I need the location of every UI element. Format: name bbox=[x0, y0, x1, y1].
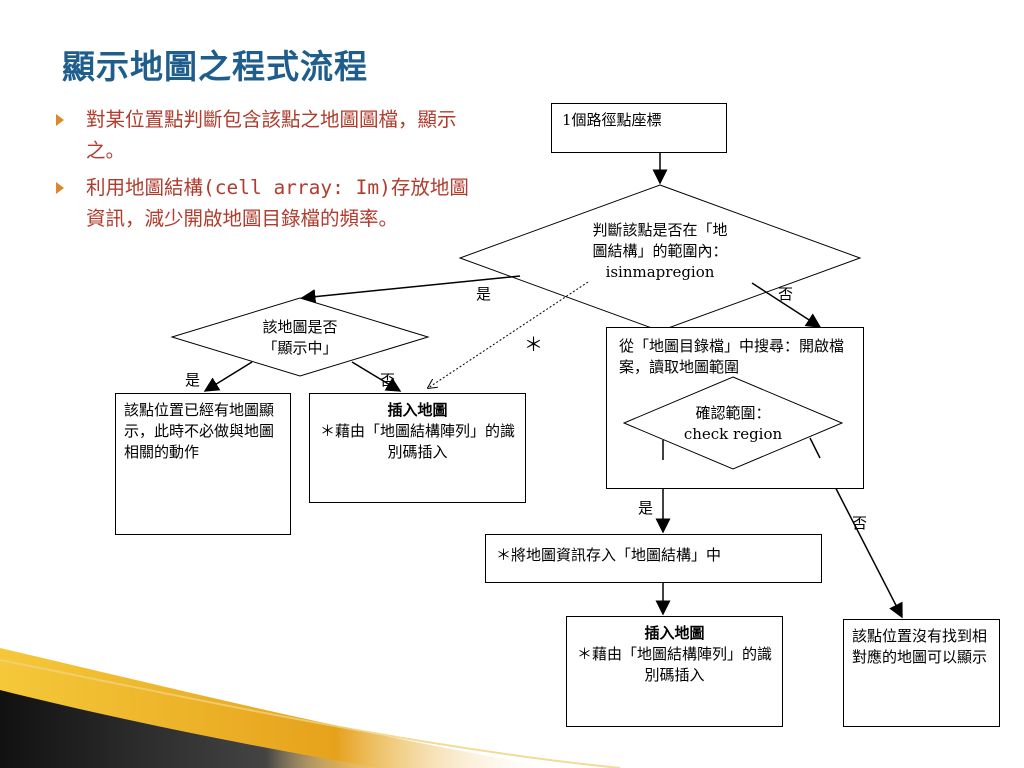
bullet-item: 對某位置點判斷包含該點之地圖圖檔，顯示之。 bbox=[56, 104, 486, 166]
connector-displayed-no bbox=[351, 361, 402, 392]
decision-displayed-line: 該地圖是否 bbox=[262, 318, 338, 336]
decision-check-line: 確認範圍： bbox=[695, 404, 771, 422]
decision-check-text: 確認範圍： check region bbox=[663, 403, 803, 445]
label-displayed-yes: 是 bbox=[185, 371, 201, 389]
insert-map-box-1: 插入地圖 ＊藉由「地圖結構陣列」的識別碼插入 bbox=[309, 393, 526, 503]
bullet-text: 對某位置點判斷包含該點之地圖圖檔，顯示之。 bbox=[86, 108, 457, 162]
connector-main-yes bbox=[300, 275, 521, 305]
insert-map-title: 插入地圖 bbox=[644, 624, 705, 642]
label-displayed-no: 否 bbox=[380, 371, 396, 389]
insert-map-title: 插入地圖 bbox=[387, 401, 448, 419]
decision-main-line: 判斷該點是否在「地 bbox=[592, 221, 728, 239]
triangle-bullet-icon bbox=[56, 182, 64, 194]
insert-map-body: ＊藉由「地圖結構陣列」的識別碼插入 bbox=[577, 645, 773, 684]
search-directory-text: 從「地圖目錄檔」中搜尋：開啟檔案，讀取地圖範圍 bbox=[619, 337, 845, 376]
not-found-box: 該點位置沒有找到相對應的地圖可以顯示 bbox=[843, 619, 1000, 727]
slide-title: 顯示地圖之程式流程 bbox=[62, 47, 368, 86]
store-map-box: ＊將地圖資訊存入「地圖結構」中 bbox=[485, 534, 822, 583]
decision-main-line: 圖結構」的範圍內： bbox=[592, 242, 728, 260]
decision-main-line: isinmapregion bbox=[605, 263, 715, 281]
decision-check-line: check region bbox=[683, 425, 783, 443]
decision-main-text: 判斷該點是否在「地 圖結構」的範圍內： isinmapregion bbox=[560, 220, 760, 283]
label-main-yes: 是 bbox=[476, 285, 492, 303]
connector-dotted-insert bbox=[428, 281, 589, 388]
start-box: 1個路徑點座標 bbox=[551, 103, 727, 153]
already-shown-text: 該點位置已經有地圖顯示，此時不必做與地圖相關的動作 bbox=[124, 401, 275, 461]
bullet-item: 利用地圖結構(cell array: Im)存放地圖資訊，減少開啟地圖目錄檔的頻… bbox=[56, 172, 486, 234]
already-shown-box: 該點位置已經有地圖顯示，此時不必做與地圖相關的動作 bbox=[115, 393, 291, 535]
store-map-text: ＊將地圖資訊存入「地圖結構」中 bbox=[496, 546, 722, 564]
bullet-text: 利用地圖結構(cell array: Im)存放地圖資訊，減少開啟地圖目錄檔的頻… bbox=[86, 176, 469, 230]
label-main-no: 否 bbox=[778, 285, 794, 303]
decision-displayed-diamond bbox=[170, 297, 430, 377]
connector-displayed-yes bbox=[203, 361, 253, 392]
insert-map-body: ＊藉由「地圖結構陣列」的識別碼插入 bbox=[320, 422, 516, 461]
connector-main-no bbox=[751, 282, 822, 328]
start-box-text: 1個路徑點座標 bbox=[562, 111, 662, 129]
decision-displayed-text: 該地圖是否 「顯示中」 bbox=[230, 317, 370, 359]
label-check-yes: 是 bbox=[638, 499, 654, 517]
insert-map-box-2: 插入地圖 ＊藉由「地圖結構陣列」的識別碼插入 bbox=[566, 616, 783, 727]
bullet-list: 對某位置點判斷包含該點之地圖圖檔，顯示之。 利用地圖結構(cell array:… bbox=[56, 104, 486, 240]
triangle-bullet-icon bbox=[56, 114, 64, 126]
label-check-no: 否 bbox=[852, 514, 868, 532]
not-found-text: 該點位置沒有找到相對應的地圖可以顯示 bbox=[852, 627, 988, 666]
label-star: ＊ bbox=[524, 334, 544, 356]
decision-displayed-line: 「顯示中」 bbox=[262, 339, 338, 357]
